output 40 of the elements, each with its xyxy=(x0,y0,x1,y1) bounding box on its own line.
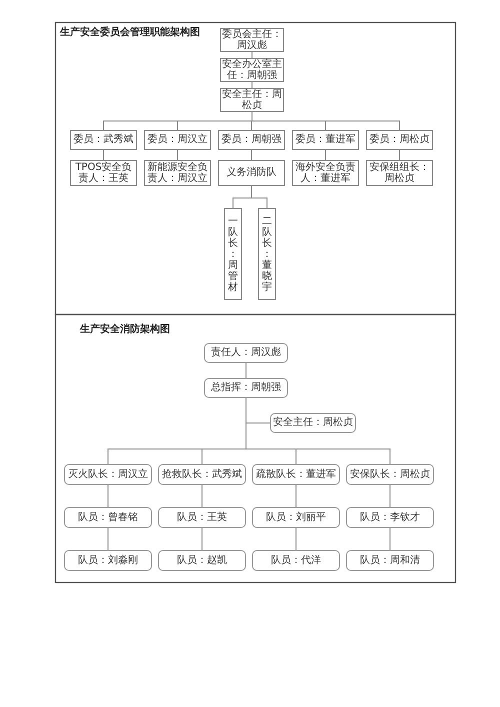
connector-line xyxy=(246,398,390,464)
role-box: 队员：代洋 xyxy=(252,550,340,571)
role-box: 队员：曾春铭 xyxy=(64,507,152,528)
connector-line xyxy=(252,112,400,130)
role-box: 队员：王英 xyxy=(158,507,246,528)
connector-line xyxy=(103,150,104,160)
role-box: 委员：董进军 xyxy=(292,130,359,150)
role-box: 委员：周松贞 xyxy=(366,130,433,150)
role-box: 队员：周和清 xyxy=(346,550,434,571)
role-box: 安全办公室主任：周朝强 xyxy=(220,58,284,82)
role-box: 安全主任：周松贞 xyxy=(270,413,356,433)
role-box: 海外安全负责人：董进军 xyxy=(292,160,359,186)
role-box: 安保队长：周松贞 xyxy=(346,464,434,485)
role-box: 队员：李钦才 xyxy=(346,507,434,528)
role-box: 抢救队长：武秀斌 xyxy=(158,464,246,485)
role-box: 责任人：周汉彪 xyxy=(204,343,288,363)
role-box: 二队长：董晓宇 xyxy=(258,208,276,300)
connector-line xyxy=(325,150,326,160)
role-box: 委员：周朝强 xyxy=(218,130,285,150)
role-box: 新能源安全负责人：周汉立 xyxy=(144,160,211,186)
role-box: 灭火队长：周汉立 xyxy=(64,464,152,485)
role-box: 总指挥：周朝强 xyxy=(204,378,288,398)
role-box: 义务消防队 xyxy=(218,160,285,186)
section-title: 生产安全消防架构图 xyxy=(80,322,170,336)
role-box: 一队长：周管材 xyxy=(224,208,242,300)
connector-line xyxy=(251,150,252,160)
role-box: 队员：赵凯 xyxy=(158,550,246,571)
role-box: 疏散队长：董进军 xyxy=(252,464,340,485)
role-box: 队员：刘淼刚 xyxy=(64,550,152,571)
role-box: 安全主任：周松贞 xyxy=(220,88,284,112)
connector-line xyxy=(399,150,400,160)
connector-line xyxy=(177,150,178,160)
diagram-title: 生产安全委员会管理职能架构图 xyxy=(60,25,200,39)
connector-line xyxy=(251,186,268,208)
role-box: TPOS安全负责人：王英 xyxy=(70,160,137,186)
role-box: 委员：武秀斌 xyxy=(70,130,137,150)
role-box: 安保组组长：周松贞 xyxy=(366,160,433,186)
role-box: 委员：周汉立 xyxy=(144,130,211,150)
role-box: 委员会主任：周汉彪 xyxy=(220,28,284,52)
role-box: 队员：刘丽平 xyxy=(252,507,340,528)
